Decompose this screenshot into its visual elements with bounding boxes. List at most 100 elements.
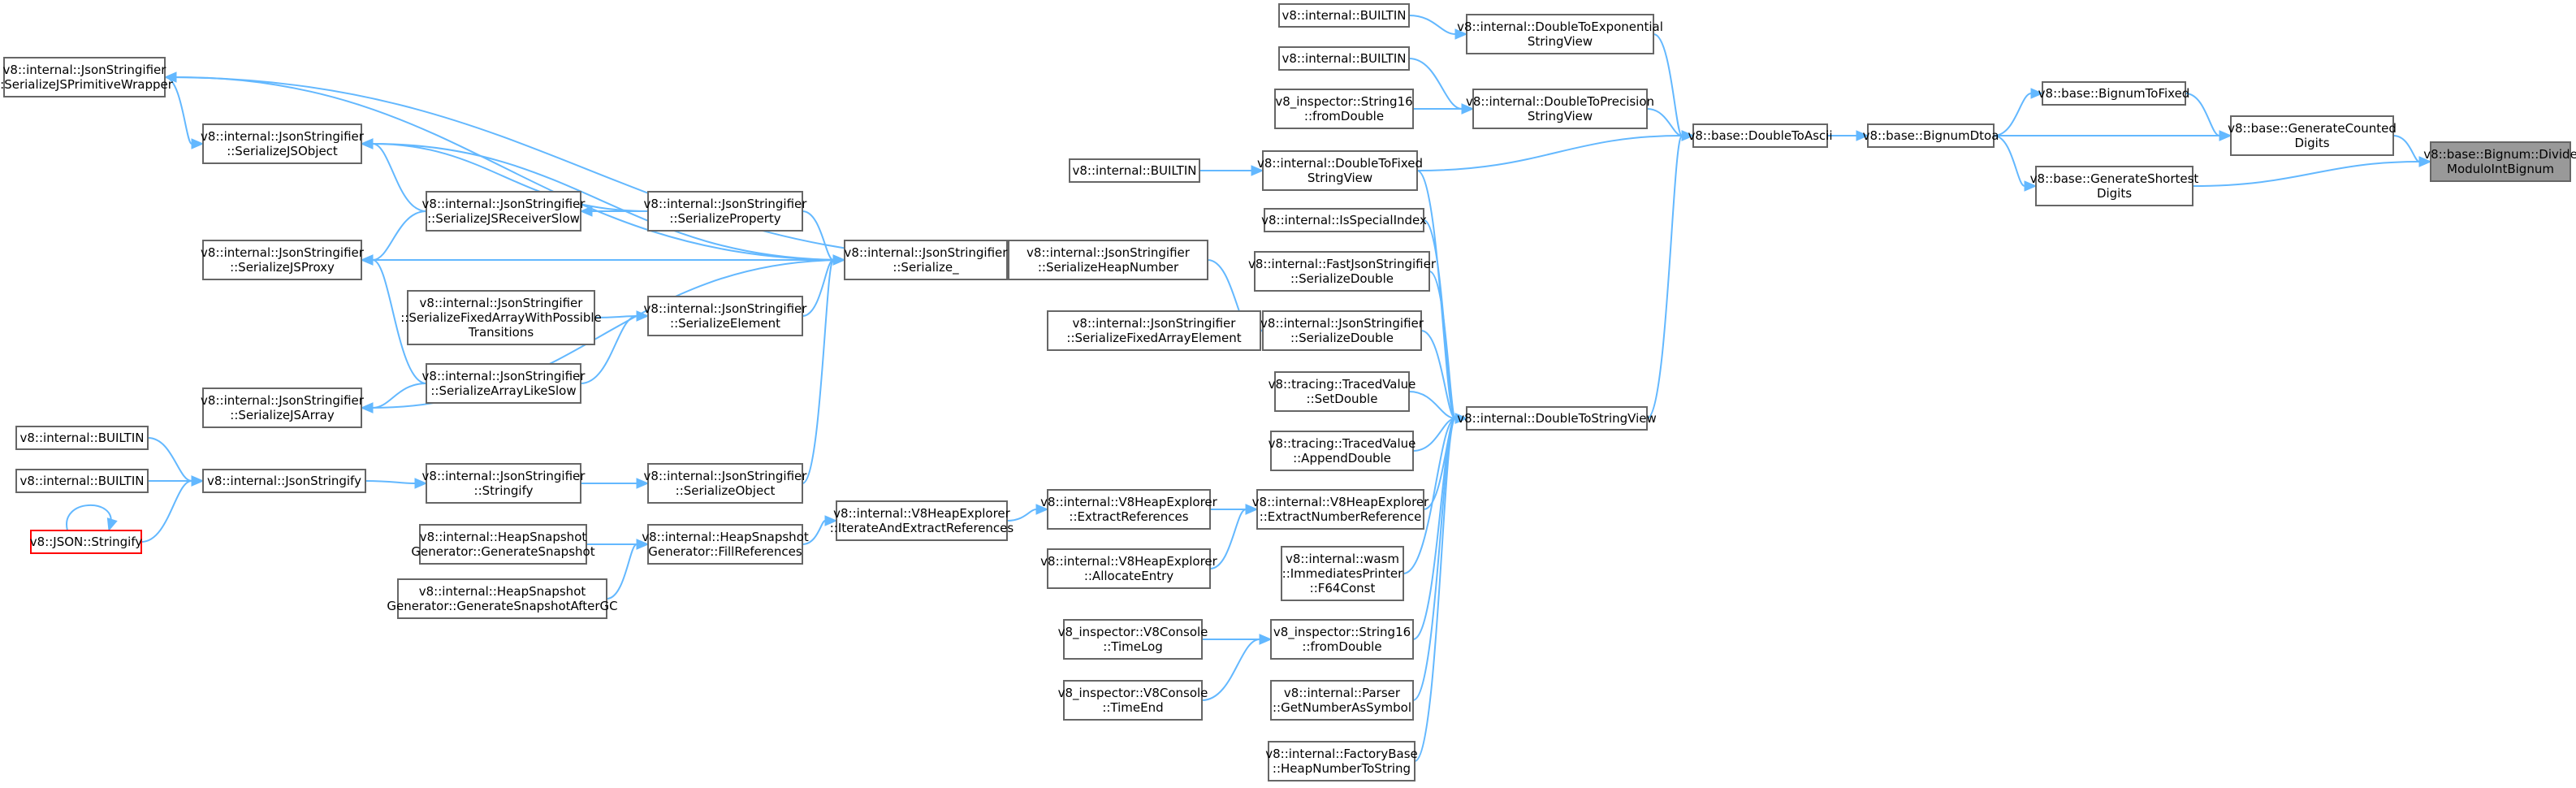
edge-n_builtin1-to-n_dtExp <box>1408 15 1468 40</box>
graph-node-jsonStringify[interactable]: v8::internal::JsonStringify <box>202 469 366 493</box>
edge-line <box>164 76 998 261</box>
edge-n_stringify-to-n_serObject <box>581 478 650 489</box>
node-box <box>647 296 803 336</box>
edge-arrowhead <box>1259 634 1273 645</box>
node-label-line: Generator::GenerateSnapshotAfterGC <box>387 599 617 613</box>
graph-node-builtin4[interactable]: v8::internal::BUILTIN <box>15 426 149 450</box>
graph-node-serFixedTrans[interactable]: v8::internal::JsonStringifier::Serialize… <box>400 290 602 345</box>
edge-n_getNumSym-to-n_dtsv <box>1412 413 1468 701</box>
graph-node-serHeapNum[interactable]: v8::internal::JsonStringifier::Serialize… <box>1008 240 1208 280</box>
node-label-line: v8::internal::BUILTIN <box>20 431 145 445</box>
edge-line <box>372 259 427 384</box>
graph-node-dtsv[interactable]: v8::internal::DoubleToStringView <box>1457 406 1657 431</box>
graph-node-iterExtract[interactable]: v8::internal::V8HeapExplorer::IterateAnd… <box>830 500 1014 541</box>
graph-node-serPrimWrap[interactable]: v8::internal::JsonStringifier::Serialize… <box>0 57 174 97</box>
node-box <box>1270 680 1414 721</box>
edge-arrowhead <box>1461 103 1475 115</box>
graph-node-doubleToAscii[interactable]: v8::base::DoubleToAscii <box>1688 123 1833 148</box>
graph-node-serElement[interactable]: v8::internal::JsonStringifier::Serialize… <box>644 296 808 336</box>
graph-node-bignumToFixed[interactable]: v8::base::BignumToFixed <box>2038 81 2190 106</box>
graph-node-wasmF64[interactable]: v8::internal::wasm::ImmediatesPrinter::F… <box>1281 546 1404 601</box>
node-label-line: ::SerializeFixedArrayElement <box>1066 331 1241 345</box>
graph-node-setDouble[interactable]: v8::tracing::TracedValue::SetDouble <box>1269 371 1416 412</box>
node-box <box>1867 123 1995 148</box>
graph-node-serProperty[interactable]: v8::internal::JsonStringifier::Serialize… <box>644 191 808 232</box>
graph-node-builtin3[interactable]: v8::internal::BUILTIN <box>1069 158 1200 183</box>
graph-node-builtin1[interactable]: v8::internal::BUILTIN <box>1278 3 1410 28</box>
edge-line <box>1993 93 2032 136</box>
graph-node-dtExp[interactable]: v8::internal::DoubleToExponentialStringV… <box>1457 14 1663 54</box>
node-label-line: v8::internal::DoubleToFixed <box>1257 156 1423 171</box>
node-label-line: ::SerializeJSObject <box>227 144 338 158</box>
graph-node-timeEnd[interactable]: v8_inspector::V8Console::TimeEnd <box>1058 680 1208 721</box>
edge-line <box>175 76 845 261</box>
edge-arrowhead <box>1245 504 1259 515</box>
node-label-line: ::Stringify <box>474 483 534 498</box>
graph-node-serDouble[interactable]: v8::internal::JsonStringifier::Serialize… <box>1260 310 1424 351</box>
graph-node-builtin5[interactable]: v8::internal::BUILTIN <box>15 469 149 493</box>
graph-node-fromDouble16a[interactable]: v8_inspector::String16::fromDouble <box>1274 89 1414 129</box>
graph-node-serJSProxy[interactable]: v8::internal::JsonStringifier::Serialize… <box>201 240 365 280</box>
graph-node-serArrLikeSlow[interactable]: v8::internal::JsonStringifier::Serialize… <box>422 363 586 404</box>
edge-line <box>1408 58 1463 110</box>
edge-line <box>140 480 192 543</box>
node-label-line: ::Serialize_ <box>893 260 959 275</box>
graph-node-fastSerDouble[interactable]: v8::internal::FastJsonStringifier::Seria… <box>1248 251 1437 292</box>
graph-node-bignumDtoa[interactable]: v8::base::BignumDtoa <box>1863 123 1999 148</box>
graph-node-serialize_[interactable]: v8::internal::JsonStringifier::Serialize… <box>844 240 1009 280</box>
node-label-line: v8::base::BignumToFixed <box>2038 86 2190 101</box>
graph-node-timeLog[interactable]: v8_inspector::V8Console::TimeLog <box>1058 619 1208 660</box>
graph-node-jsonStringifyRec[interactable]: v8::JSON::Stringify <box>30 530 143 554</box>
graph-node-isSpecial[interactable]: v8::internal::IsSpecialIndex <box>1261 208 1427 232</box>
edge-arrowhead <box>636 539 650 550</box>
node-label-line: ::SerializeJSPrimitiveWrapper <box>0 77 174 92</box>
edge-line <box>606 543 638 600</box>
edge-arrowhead <box>1681 130 1695 141</box>
node-box <box>2042 81 2186 106</box>
node-box <box>647 524 803 565</box>
graph-node-heapNumToStr[interactable]: v8::internal::FactoryBase::HeapNumberToS… <box>1265 741 1418 782</box>
edge-line <box>1412 418 1456 452</box>
edge-line <box>2185 93 2220 136</box>
graph-node-serObject[interactable]: v8::internal::JsonStringifier::Serialize… <box>644 463 808 504</box>
graph-node-fillRefs[interactable]: v8::internal::HeapSnapshotGenerator::Fil… <box>642 524 809 565</box>
graph-node-stringify[interactable]: v8::internal::JsonStringifier::Stringify <box>422 463 586 504</box>
edge-arrowhead <box>191 475 205 487</box>
node-label-line: v8::internal::JsonStringifier <box>201 129 365 144</box>
node-label-line: v8::internal::FactoryBase <box>1265 747 1418 761</box>
node-box <box>2035 166 2193 206</box>
graph-node-genSnap[interactable]: v8::internal::HeapSnapshotGenerator::Gen… <box>411 524 595 565</box>
graph-node-serRecvSlow[interactable]: v8::internal::JsonStringifier::Serialize… <box>422 191 586 232</box>
node-label-line: ::IterateAndExtractReferences <box>830 521 1014 535</box>
graph-node-dtPrec[interactable]: v8::internal::DoubleToPrecisionStringVie… <box>1466 89 1654 129</box>
node-box <box>647 463 803 504</box>
node-box <box>1262 150 1418 191</box>
edge-line <box>372 143 649 212</box>
graph-node-extractRefs[interactable]: v8::internal::V8HeapExplorer::ExtractRef… <box>1040 489 1218 530</box>
edge-n_timeEnd-to-n_fromDouble16b <box>1201 634 1273 701</box>
graph-node-builtin2[interactable]: v8::internal::BUILTIN <box>1278 46 1410 71</box>
node-label-line: v8::internal::JsonStringifier <box>644 197 808 211</box>
edge-line <box>1428 271 1456 419</box>
graph-node-appendDouble[interactable]: v8::tracing::TracedValue::AppendDouble <box>1269 431 1416 471</box>
graph-node-serJSObject[interactable]: v8::internal::JsonStringifier::Serialize… <box>201 123 365 164</box>
graph-node-extractNumRef[interactable]: v8::internal::V8HeapExplorer::ExtractNum… <box>1252 489 1430 530</box>
graph-node-genSnapGC[interactable]: v8::internal::HeapSnapshotGenerator::Gen… <box>387 578 618 619</box>
graph-node-allocEntry[interactable]: v8::internal::V8HeapExplorer::AllocateEn… <box>1040 548 1218 589</box>
node-box <box>2430 141 2571 182</box>
node-label-line: StringView <box>1307 171 1372 185</box>
graph-node-fromDouble16b[interactable]: v8_inspector::String16::fromDouble <box>1270 619 1414 660</box>
edge-n_bignumDtoa-to-n_bignumToFixed <box>1993 88 2044 136</box>
node-label-line: ::SerializeProperty <box>669 211 780 226</box>
node-label-line: ::fromDouble <box>1304 109 1384 123</box>
graph-node-getNumSym[interactable]: v8::internal::Parser::GetNumberAsSymbol <box>1270 680 1414 721</box>
graph-node-serJSArray[interactable]: v8::internal::JsonStringifier::Serialize… <box>201 388 365 428</box>
node-label-line: v8::internal::JsonStringifier <box>422 197 586 211</box>
node-label-line: v8::internal::JsonStringifier <box>644 469 808 483</box>
graph-node-serFixedArrElem[interactable]: v8::internal::JsonStringifier::Serialize… <box>1047 310 1261 351</box>
node-label-line: v8::internal::JsonStringifier <box>644 301 808 316</box>
